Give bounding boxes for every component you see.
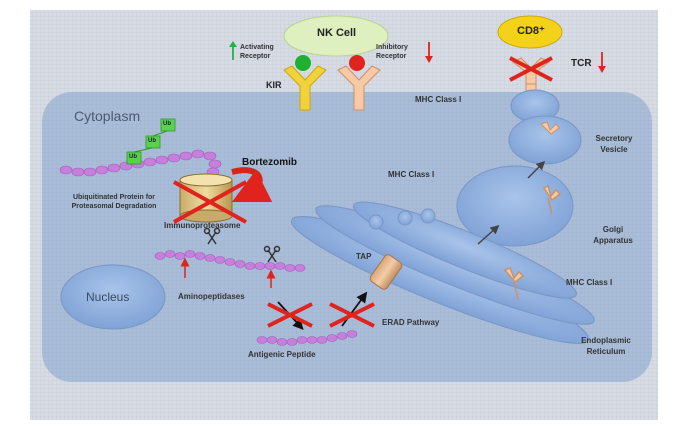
ub-label-1: Ub: [129, 154, 137, 160]
bortezomib-label: Bortezomib: [242, 157, 297, 168]
aminopeptidases-label: Aminopeptidases: [178, 292, 245, 301]
nucleus: [60, 264, 166, 330]
er-mhc: [503, 267, 525, 301]
inhibitory-receptor-shape: [337, 65, 381, 111]
ub-label-2: Ub: [148, 138, 156, 144]
er-to-golgi-arrow: [477, 225, 500, 245]
activating-receptor-dot: [295, 55, 311, 71]
erad-up-arrow: [341, 291, 368, 327]
golgi-apparatus: [456, 165, 574, 247]
inhibitory-receptor-dot: [349, 55, 365, 71]
golgi-to-vesicle-arrow: [527, 160, 546, 179]
cytoplasm-label: Cytoplasm: [74, 108, 141, 124]
activating-receptor-label: Activating Receptor: [240, 44, 274, 60]
immunoproteasome-label: Immunoproteasome: [164, 221, 241, 230]
mhc-class-i-top-label: MHC Class I: [415, 95, 462, 104]
erad-pathway-label: ERAD Pathway: [382, 318, 440, 327]
antigenic-peptide-label: Antigenic Peptide: [248, 350, 316, 359]
scissors-icon: [203, 227, 221, 245]
tap-label: TAP: [356, 252, 372, 261]
cd8-label: CD8⁺: [517, 25, 545, 37]
mhc-class-i-mid-label: MHC Class I: [388, 170, 435, 179]
antigenic-peptide-fragments: [256, 330, 358, 346]
kir-receptor: [283, 65, 327, 111]
kir-label: KIR: [266, 80, 282, 90]
inhibitory-receptor-label: Inhibitory Receptor: [376, 44, 408, 60]
cross-icon: [329, 302, 375, 328]
golgi-apparatus-label: Golgi Apparatus: [593, 225, 633, 245]
cross-icon: [267, 302, 313, 328]
mhc-class-i-er-label: MHC Class I: [566, 278, 613, 287]
nk-cell-label: NK Cell: [317, 27, 357, 39]
nk-cell: [283, 15, 389, 57]
ub-label-3: Ub: [163, 121, 171, 127]
ubiquitinated-protein-label: Ubiquitinated Protein for Proteasomal De…: [71, 194, 157, 210]
scissors-icon: [263, 245, 281, 263]
curved-arrow-icon: [231, 167, 273, 203]
peptide-chain: [154, 250, 306, 272]
endoplasmic-reticulum-label: Endoplasmic Reticulum: [581, 336, 631, 356]
ubiquitin-tag-icon: [126, 118, 176, 165]
tap-transporter: [369, 254, 403, 290]
vesicle-mhc: [540, 121, 560, 135]
secretory-vesicle-label: Secretory Vesicle: [595, 134, 633, 154]
tcr-label: TCR: [571, 58, 592, 69]
cd8-cell: [497, 15, 563, 49]
nucleus-label: Nucleus: [86, 290, 130, 304]
golgi-mhc: [542, 184, 562, 215]
tcr-cross-icon: [509, 56, 553, 82]
